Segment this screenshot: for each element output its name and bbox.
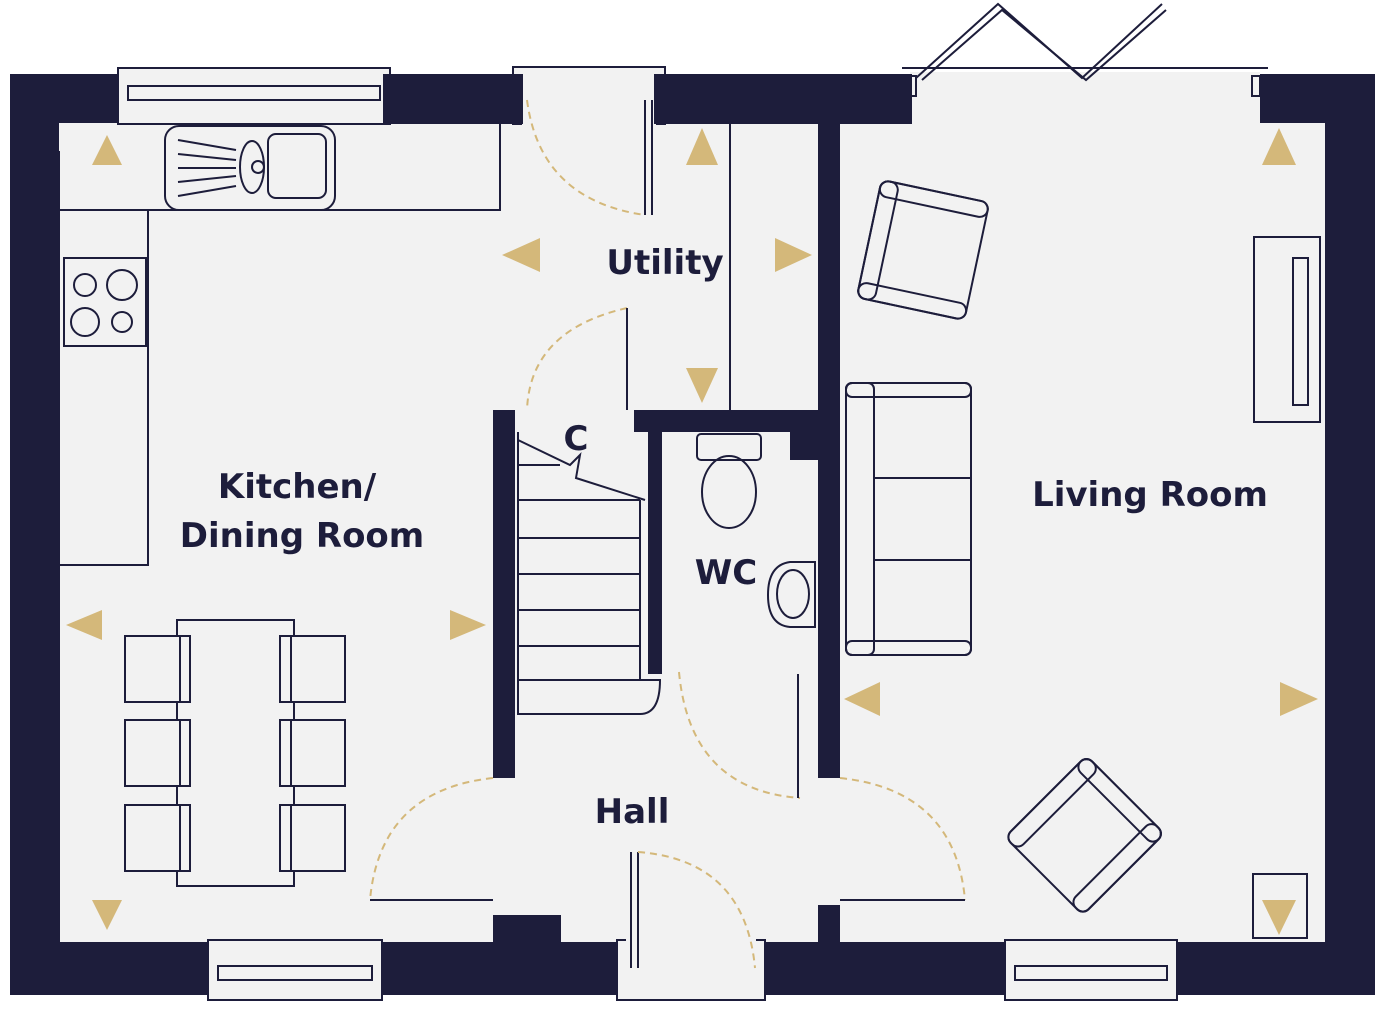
room-label-dining: Dining Room	[180, 516, 424, 556]
arrow-down-icon	[686, 368, 718, 403]
bifold-doors	[902, 2, 1268, 125]
room-label-living: Living Room	[1032, 475, 1268, 515]
window-living-bottom	[1004, 939, 1178, 1001]
dimension-arrows	[66, 128, 1318, 935]
arrow-up-icon	[92, 135, 122, 165]
armchair-bottom	[1007, 758, 1162, 913]
room-label-hall: Hall	[595, 792, 670, 832]
arrow-down-icon	[1262, 900, 1296, 935]
hob-icon	[63, 257, 147, 347]
window-kitchen-bottom	[207, 939, 383, 1001]
window-kitchen-top	[117, 67, 391, 125]
arrow-right-icon	[775, 238, 812, 272]
dining-table	[124, 619, 346, 887]
arrow-up-icon	[1262, 128, 1296, 165]
arrow-left-icon	[844, 682, 880, 716]
door-swing-living	[839, 777, 966, 901]
armchair-top	[857, 180, 989, 320]
arrow-right-icon	[1280, 682, 1318, 716]
room-label-cupboard: C	[564, 419, 589, 459]
room-label-kitchen: Kitchen/	[218, 467, 377, 507]
staircase	[517, 432, 662, 715]
side-table	[1252, 873, 1308, 939]
arrow-down-icon	[92, 900, 122, 930]
room-label-wc: WC	[695, 553, 757, 593]
front-door	[616, 851, 766, 1001]
sink-icon	[164, 125, 336, 211]
arrow-left-icon	[66, 610, 102, 640]
door-swing-cupboard	[526, 307, 628, 411]
room-label-utility: Utility	[606, 243, 723, 283]
arrow-right-icon	[450, 610, 486, 640]
arrow-up-icon	[686, 128, 718, 165]
tv-unit	[1253, 236, 1321, 423]
door-swing-kitchen	[369, 777, 494, 901]
arrow-left-icon	[502, 238, 540, 272]
sofa	[845, 382, 972, 656]
door-swing-wc	[678, 671, 801, 799]
basin-icon	[766, 561, 816, 628]
internal-walls	[59, 74, 912, 945]
toilet-icon	[696, 433, 762, 529]
